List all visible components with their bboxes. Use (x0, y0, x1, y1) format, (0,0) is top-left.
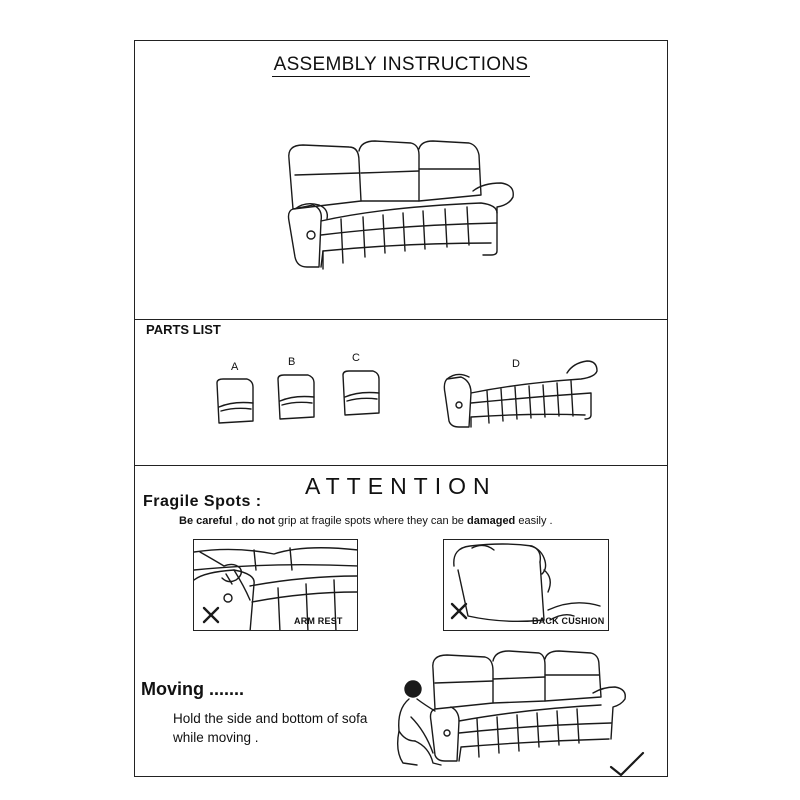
part-c-back-cushion-icon (342, 370, 380, 416)
part-label-d: D (512, 358, 520, 370)
part-label-a: A (231, 361, 239, 373)
sofa-illustration (287, 140, 514, 270)
attention-heading: ATTENTION (305, 473, 497, 499)
moving-title: Moving ....... (141, 679, 244, 699)
back-cushion-grip-illustration (450, 543, 601, 623)
page-title: ASSEMBLY INSTRUCTIONS (271, 54, 531, 77)
moving-sofa-illustration (396, 650, 645, 777)
section-divider (135, 465, 667, 466)
part-label-c: C (352, 352, 360, 364)
parts-list-title: PARTS LIST (146, 322, 221, 337)
part-b-back-cushion-icon (277, 374, 315, 420)
back-cushion-caption: BACK CUSHION (532, 616, 605, 626)
moving-instructions: Hold the side and bottom of sofa while m… (173, 711, 368, 745)
arm-rest-grip-illustration (194, 547, 357, 630)
section-divider (135, 319, 667, 320)
fragile-warning-text: Be careful , do not grip at fragile spot… (179, 515, 553, 527)
part-a-back-cushion-icon (216, 378, 254, 424)
arm-rest-warning-box: ARM REST (193, 539, 358, 631)
part-d-sofa-base-icon (443, 360, 598, 428)
arm-rest-caption: ARM REST (294, 616, 343, 626)
part-label-b: B (288, 356, 296, 368)
back-cushion-warning-box: BACK CUSHION (443, 539, 609, 631)
fragile-spots-title: Fragile Spots : (143, 493, 262, 510)
instruction-sheet: ASSEMBLY INSTRUCTIONS PARTS LIST A B C D (134, 40, 668, 777)
